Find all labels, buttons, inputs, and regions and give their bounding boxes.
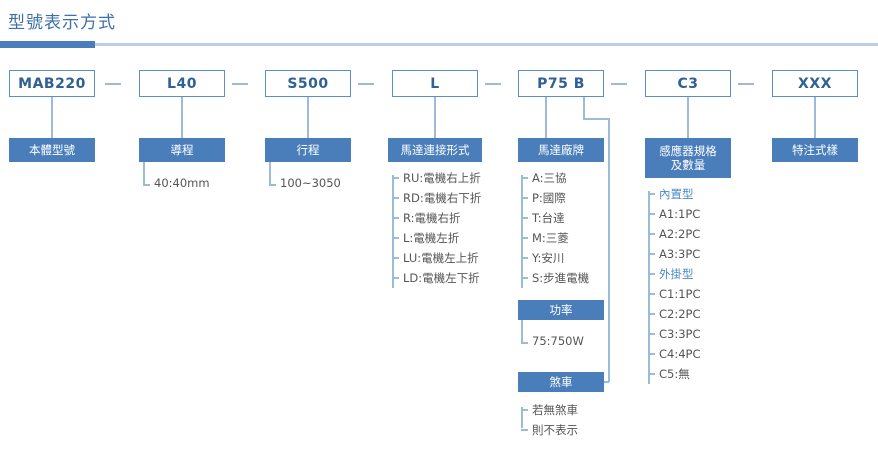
option-item[interactable]: RD:電機右下折 <box>392 188 481 208</box>
section-header-motor-connection: 馬達連接形式 <box>388 138 482 162</box>
option-item[interactable]: Y:安川 <box>521 248 589 268</box>
section-header-special: 特注式樣 <box>772 138 858 162</box>
code-box-motor-connection[interactable]: L <box>392 70 478 97</box>
section-header-body-model: 本體型號 <box>9 138 95 162</box>
section-header-sensor: 感應器規格 及數量 <box>645 138 731 178</box>
option-item[interactable]: 若無煞車 <box>521 400 578 420</box>
option-item[interactable]: C3:3PC <box>648 324 701 344</box>
option-item-subhead: 內置型 <box>648 184 701 204</box>
page-title: 型號表示方式 <box>8 13 116 33</box>
connector-brake-stem <box>583 97 585 119</box>
section-header-stroke: 行程 <box>265 138 351 162</box>
option-item[interactable]: P:國際 <box>521 188 589 208</box>
section-header-brake: 煞車 <box>518 372 604 392</box>
connector-body-model <box>51 97 53 138</box>
separator-dash <box>611 83 627 85</box>
note-lead: 40:40mm <box>143 176 210 190</box>
option-item[interactable]: L:電機左折 <box>392 228 481 248</box>
code-box-special[interactable]: XXX <box>772 70 858 97</box>
option-item[interactable]: A2:2PC <box>648 224 701 244</box>
section-header-sensor-line1: 感應器規格 <box>659 143 717 158</box>
note-elbow-power <box>521 320 523 342</box>
title-divider <box>0 43 878 46</box>
connector-sensor <box>687 97 689 138</box>
option-list-motor-connection: RU:電機右上折 RD:電機右下折 R:電機右折 L:電機左折 LU:電機左上折… <box>392 168 481 288</box>
option-item[interactable]: R:電機右折 <box>392 208 481 228</box>
option-item[interactable]: A:三協 <box>521 168 589 188</box>
separator-dash <box>105 83 121 85</box>
option-item[interactable]: C4:4PC <box>648 344 701 364</box>
code-box-stroke[interactable]: S500 <box>265 70 351 97</box>
separator-dash <box>358 83 374 85</box>
note-stroke: 100~3050 <box>269 176 341 190</box>
code-box-lead[interactable]: L40 <box>139 70 225 97</box>
connector-motor-connection <box>434 97 436 138</box>
option-item[interactable]: M:三菱 <box>521 228 589 248</box>
option-rail <box>521 175 523 288</box>
code-box-body-model[interactable]: MAB220 <box>9 70 95 97</box>
section-header-sensor-line2: 及數量 <box>670 158 706 172</box>
separator-dash <box>738 83 754 85</box>
code-box-motor-brand[interactable]: P75 B <box>518 70 604 97</box>
code-box-sensor[interactable]: C3 <box>645 70 731 97</box>
option-item[interactable]: S:步進電機 <box>521 268 589 288</box>
separator-dash <box>485 83 501 85</box>
option-item[interactable]: C2:2PC <box>648 304 701 324</box>
option-list-sensor: 內置型 A1:1PC A2:2PC A3:3PC 外掛型 C1:1PC C2:2… <box>648 184 701 384</box>
option-list-motor-brand: A:三協 P:國際 T:台達 M:三菱 Y:安川 S:步進電機 <box>521 168 589 288</box>
option-item-subhead: 外掛型 <box>648 264 701 284</box>
option-item[interactable]: A3:3PC <box>648 244 701 264</box>
separator-dash <box>232 83 248 85</box>
note-power: 75:750W <box>521 334 584 348</box>
note-elbow-lead <box>143 162 145 184</box>
connector-special <box>814 97 816 138</box>
option-item[interactable]: C5:無 <box>648 364 701 384</box>
option-item[interactable]: LU:電機左上折 <box>392 248 481 268</box>
option-item[interactable]: LD:電機左下折 <box>392 268 481 288</box>
connector-stroke <box>307 97 309 138</box>
section-header-power: 功率 <box>518 300 604 320</box>
section-header-lead: 導程 <box>139 138 225 162</box>
option-item[interactable]: T:台達 <box>521 208 589 228</box>
connector-lead <box>181 97 183 138</box>
option-rail <box>648 191 650 384</box>
option-item[interactable]: C1:1PC <box>648 284 701 304</box>
option-item[interactable]: 則不表示 <box>521 420 578 440</box>
option-item[interactable]: A1:1PC <box>648 204 701 224</box>
connector-brake-elbow <box>583 118 609 120</box>
connector-motor-brand <box>545 97 547 138</box>
title-divider-accent <box>0 41 95 48</box>
option-rail <box>392 175 394 288</box>
connector-brake-drop <box>608 118 610 382</box>
section-header-motor-brand: 馬達廠牌 <box>518 138 604 162</box>
option-list-brake: 若無煞車 則不表示 <box>521 400 578 440</box>
option-item[interactable]: RU:電機右上折 <box>392 168 481 188</box>
option-rail <box>521 407 523 428</box>
note-elbow-stroke <box>269 162 271 184</box>
